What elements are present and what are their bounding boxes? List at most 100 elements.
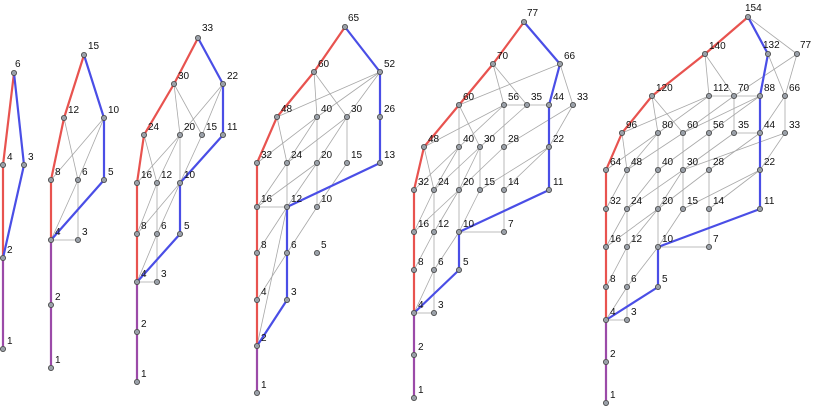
node-6 xyxy=(283,249,290,256)
node-label-6: 6 xyxy=(631,274,637,285)
node-label-60: 60 xyxy=(687,120,699,131)
node-48 xyxy=(624,166,631,173)
node-label-15: 15 xyxy=(206,122,218,133)
node-label-8: 8 xyxy=(55,167,61,178)
node-48 xyxy=(420,143,427,150)
node-label-24: 24 xyxy=(148,122,160,133)
node-label-6: 6 xyxy=(291,240,297,251)
red-path-edge-32-48 xyxy=(255,115,279,165)
edge-20-30 xyxy=(458,146,481,191)
node-label-10: 10 xyxy=(108,105,120,116)
edge-12-20 xyxy=(286,162,318,208)
edge-6-10 xyxy=(433,231,460,271)
lattice-15-edges xyxy=(49,53,106,370)
node-1 xyxy=(0,345,6,352)
edge-70-140 xyxy=(704,53,735,97)
node-5 xyxy=(176,230,183,237)
node-label-6: 6 xyxy=(438,257,444,268)
node-label-80: 80 xyxy=(662,120,674,131)
node-16 xyxy=(410,228,417,235)
lattice-77-panel: 1234567810111214151620222428303233354044… xyxy=(410,8,589,401)
edge-15-30 xyxy=(173,83,203,136)
node-140 xyxy=(702,51,709,58)
node-14 xyxy=(706,205,713,212)
edge-8-10 xyxy=(136,182,181,235)
node-32 xyxy=(253,159,260,166)
edge-32-40 xyxy=(413,146,460,191)
edge-6-10 xyxy=(286,206,318,254)
node-12 xyxy=(153,179,160,186)
node-3 xyxy=(75,236,82,243)
node-label-32: 32 xyxy=(261,150,273,161)
node-2 xyxy=(0,254,6,261)
node-label-48: 48 xyxy=(631,157,643,168)
node-label-44: 44 xyxy=(553,92,565,103)
node-33 xyxy=(782,129,789,136)
edge-8-12 xyxy=(413,231,435,271)
edge-24-40 xyxy=(286,116,318,164)
node-44 xyxy=(757,129,764,136)
node-35 xyxy=(524,102,531,109)
node-label-8: 8 xyxy=(261,240,267,251)
node-10 xyxy=(455,228,462,235)
node-label-5: 5 xyxy=(463,257,469,268)
node-8 xyxy=(48,176,55,183)
edge-56-70 xyxy=(492,63,505,106)
node-label-8: 8 xyxy=(418,257,424,268)
node-1 xyxy=(133,378,140,385)
edge-28-33 xyxy=(503,104,574,148)
edge-112-140 xyxy=(704,53,710,97)
blue-path-edge-4-5 xyxy=(49,178,106,242)
blue-path-edge-88-132 xyxy=(758,52,770,98)
edge-20-30 xyxy=(316,116,348,164)
node-label-30: 30 xyxy=(687,157,699,168)
edge-48-96 xyxy=(621,132,628,171)
edge-60-70 xyxy=(682,95,735,134)
node-label-60: 60 xyxy=(463,92,475,103)
node-label-16: 16 xyxy=(261,194,273,205)
node-label-30: 30 xyxy=(351,104,363,115)
node-label-65: 65 xyxy=(348,13,360,24)
edge-70-77 xyxy=(733,53,798,97)
node-22 xyxy=(546,143,553,150)
node-52 xyxy=(376,69,383,76)
node-7 xyxy=(706,243,713,250)
node-label-35: 35 xyxy=(531,92,543,103)
lattice-154-edges xyxy=(604,15,798,405)
red-path-edge-8-12 xyxy=(49,116,66,182)
edge-16-20 xyxy=(256,162,318,208)
red-path-edge-64-96 xyxy=(604,131,624,172)
node-6 xyxy=(75,176,82,183)
node-22 xyxy=(757,166,764,173)
node-label-2: 2 xyxy=(418,342,424,353)
node-8 xyxy=(410,266,417,273)
node-label-22: 22 xyxy=(553,134,565,145)
node-8 xyxy=(253,249,260,256)
node-16 xyxy=(603,243,610,250)
edge-6-10 xyxy=(156,182,181,235)
node-label-64: 64 xyxy=(610,157,622,168)
node-label-2: 2 xyxy=(7,245,13,256)
node-24 xyxy=(624,205,631,212)
node-label-66: 66 xyxy=(789,83,801,94)
node-label-7: 7 xyxy=(508,219,514,230)
node-22 xyxy=(219,81,226,88)
edge-16-24 xyxy=(413,189,435,233)
node-40 xyxy=(655,166,662,173)
blue-path-edge-66-77 xyxy=(522,20,562,66)
node-4 xyxy=(603,316,610,323)
node-label-4: 4 xyxy=(55,227,61,238)
node-12 xyxy=(624,243,631,250)
edge-24-40 xyxy=(626,169,659,210)
node-60 xyxy=(455,102,462,109)
node-77 xyxy=(521,18,528,25)
node-label-14: 14 xyxy=(713,196,725,207)
edge-4-6 xyxy=(136,233,158,283)
edge-40-60 xyxy=(313,71,318,118)
node-label-11: 11 xyxy=(553,177,564,188)
edge-64-80 xyxy=(605,132,659,171)
node-label-10: 10 xyxy=(463,219,475,230)
red-path-edge-16-24 xyxy=(135,133,146,185)
edge-6-10 xyxy=(626,246,659,288)
node-77 xyxy=(794,51,801,58)
